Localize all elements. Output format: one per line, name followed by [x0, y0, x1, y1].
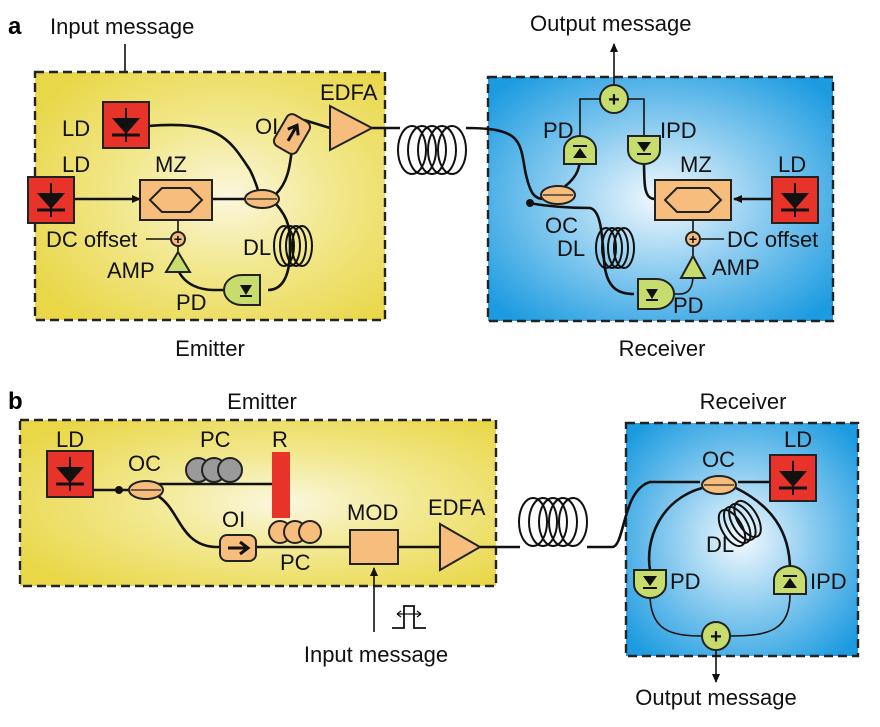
b-emitter-oc-label: OC: [128, 451, 161, 476]
b-receiver-coupler-icon: [701, 475, 737, 495]
b-emitter-mod-icon: [349, 529, 399, 565]
b-receiver-adder-icon: [701, 621, 731, 651]
a-receiver-dc-offset-label: DC offset: [727, 227, 818, 252]
b-emitter-coupler-icon: [128, 480, 164, 500]
a-fiber-pd-to-amp: [176, 269, 232, 292]
b-emitter-edfa-icon: [439, 522, 483, 572]
b-receiver-border: [624, 421, 860, 658]
b-emitter-oi-label: OI: [222, 507, 245, 532]
b-fiber-end-dot: [115, 486, 123, 494]
a-receiver-amp-icon: [679, 253, 707, 279]
a-receiver-pd-bottom-label: PD: [673, 293, 704, 318]
b-emitter-r-icon: [272, 452, 290, 518]
a-receiver-oc-label: OC: [545, 213, 578, 238]
a-fiber-coil-to-receiver: [465, 126, 543, 201]
b-emitter-pc-top-label: PC: [200, 427, 231, 452]
a-emitter-small-adder-icon: [170, 231, 186, 247]
a-emitter-mz-modulator: [139, 179, 213, 221]
a-receiver-mz-modulator: [654, 179, 732, 221]
b-transmission-coil-icon: [518, 497, 588, 547]
a-receiver-ld-icon: [770, 175, 820, 225]
b-emitter-pc-bottom-label: PC: [280, 550, 311, 575]
b-emitter-isolator-icon: [219, 534, 257, 562]
a-emitter-ld-mid-label: LD: [62, 152, 90, 177]
b-receiver-pd-icon: [633, 569, 667, 599]
b-fiber-oc-to-oi: [157, 494, 222, 549]
a-emitter-small-adder-symbol: +: [174, 231, 182, 247]
a-receiver-adder-symbol: +: [608, 89, 620, 111]
a-receiver-pd-bottom-icon: [637, 278, 675, 310]
a-receiver-small-adder-icon: [685, 231, 701, 247]
b-emitter-box: [20, 420, 496, 586]
a-emitter-ld-top-icon: [101, 100, 151, 150]
a-fiber-oc-to-dl: [267, 203, 292, 292]
b-input-pulse-icon: [392, 605, 426, 629]
a-fiber-oi-to-edfa: [303, 118, 331, 130]
b-emitter-edfa-label: EDFA: [428, 495, 486, 520]
a-emitter-edfa-icon: [329, 104, 375, 152]
a-output-message-label: Output message: [530, 11, 691, 36]
a-emitter-ld-top-label: LD: [62, 116, 90, 141]
b-receiver-pd-label: PD: [670, 569, 701, 594]
panel-b-letter: b: [8, 388, 23, 415]
b-receiver-ld-label: LD: [784, 427, 812, 452]
a-receiver-ipd-icon: [627, 135, 661, 165]
a-receiver-pd-top-label: PD: [543, 118, 574, 143]
b-emitter-pc-bottom-icon: [268, 520, 322, 544]
a-emitter-amp-label: AMP: [107, 258, 155, 283]
b-receiver-ipd-label: IPD: [810, 569, 847, 594]
a-receiver-amp-label: AMP: [712, 255, 760, 280]
panel-a-letter: a: [8, 13, 22, 40]
b-receiver-oc-label: OC: [702, 447, 735, 472]
a-input-message-label: Input message: [50, 14, 194, 39]
b-rx-pd-to-adder: [649, 593, 703, 637]
a-receiver-coupler-icon: [540, 185, 576, 205]
a-receiver-ipd-label: IPD: [660, 118, 697, 143]
a-rx-fiber-end-dot: [526, 199, 534, 207]
a-emitter-caption: Emitter: [175, 336, 245, 361]
a-emitter-pd-label: PD: [176, 290, 207, 315]
b-receiver-caption: Receiver: [700, 389, 787, 414]
b-emitter-mod-label: MOD: [347, 500, 398, 525]
b-emitter-pc-top-icon: [185, 457, 243, 483]
b-rx-fiber-oc-to-pd: [647, 486, 703, 571]
b-receiver-box: [626, 423, 858, 656]
b-receiver-adder-symbol: +: [710, 626, 722, 648]
a-receiver-small-adder-symbol: +: [689, 231, 697, 247]
a-rx-ipd-to-adder: [628, 98, 645, 136]
b-rx-fiber-oc-to-ipd: [735, 486, 792, 571]
a-receiver-border: [486, 75, 835, 323]
b-emitter-border: [18, 418, 498, 588]
a-emitter-ld-mid-icon: [26, 175, 76, 225]
a-transmission-coil-icon: [397, 125, 467, 175]
a-emitter-oi-label: OI: [255, 114, 278, 139]
a-emitter-mz-label: MZ: [155, 152, 187, 177]
a-receiver-caption: Receiver: [619, 336, 706, 361]
b-emitter-ld-icon: [45, 449, 95, 499]
a-emitter-edfa-label: EDFA: [320, 80, 378, 105]
b-output-message-label: Output message: [635, 685, 796, 710]
a-receiver-ld-label: LD: [778, 152, 806, 177]
a-receiver-mz-label: MZ: [680, 152, 712, 177]
b-receiver-ld-icon: [768, 453, 818, 503]
b-emitter-r-label: R: [272, 427, 288, 452]
a-rx-pd-to-adder: [579, 98, 600, 136]
b-receiver-dl-label: DL: [706, 532, 734, 557]
a-rx-fiber-oc-to-dl: [527, 201, 635, 296]
b-emitter-ld-label: LD: [56, 427, 84, 452]
b-fiber-coil-to-receiver: [587, 480, 700, 549]
a-emitter-amp-icon: [164, 250, 192, 273]
a-emitter-coupler-icon: [244, 189, 280, 209]
a-emitter-isolator-icon: [272, 113, 312, 155]
b-rx-ipd-to-adder: [729, 593, 791, 637]
a-emitter-dl-label: DL: [243, 235, 271, 260]
a-emitter-dc-offset-label: DC offset: [46, 227, 137, 252]
b-input-message-label: Input message: [304, 642, 448, 667]
a-receiver-dl-label: DL: [557, 236, 585, 261]
a-emitter-pd-icon: [223, 274, 261, 306]
b-receiver-ipd-icon: [773, 565, 807, 595]
b-emitter-caption: Emitter: [227, 389, 297, 414]
